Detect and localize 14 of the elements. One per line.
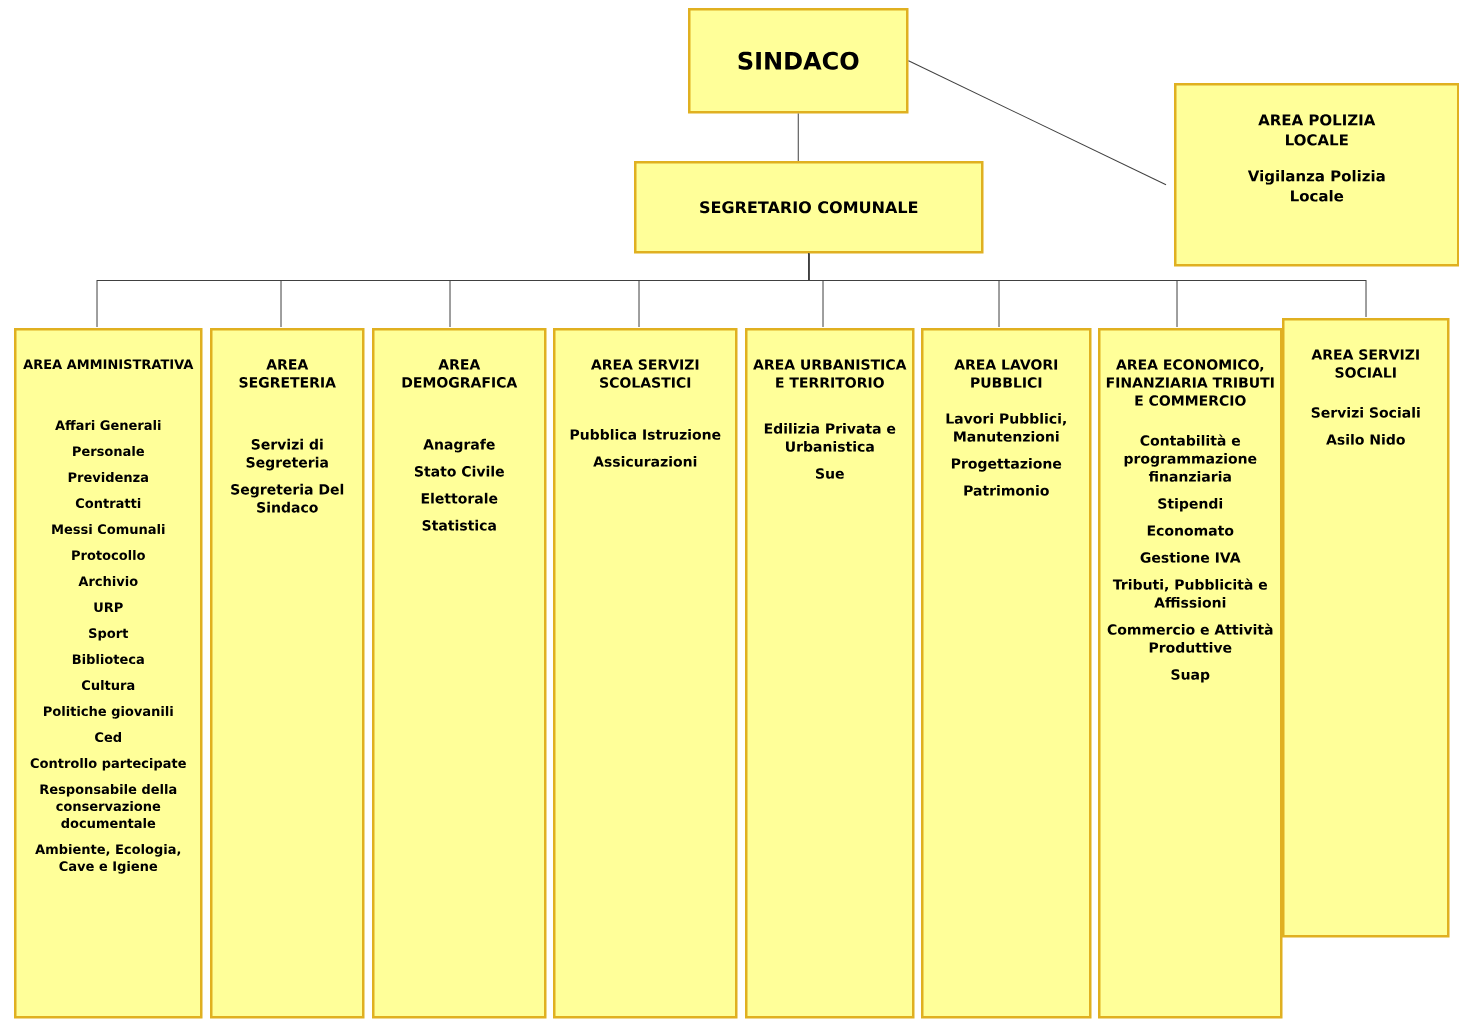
org-box: AREA AMMINISTRATIVA Affari Generali Personale Previdenza Contratti Messi Comunali Protocollo Archivio URP Sport Biblioteca Cultura Politiche giovanili Ced Controllo partecipate Responsabile della conservazione documentale Ambiente, Ecologia, Cave e Igiene <box>14 328 203 1019</box>
connector-line <box>797 113 799 162</box>
connector-line <box>808 253 1367 318</box>
org-box: AREA URBANISTICA E TERRITORIO Edilizia Privata e Urbanistica Sue <box>745 328 915 1019</box>
org-box: AREA SEGRETERIA Servizi di Segreteria Segreteria Del Sindaco <box>210 328 365 1019</box>
org-box: AREA POLIZIA LOCALE Vigilanza Polizia Locale <box>1174 83 1459 267</box>
org-box: AREA SERVIZI SCOLASTICI Pubblica Istruzione Assicurazioni <box>553 328 738 1019</box>
org-box: SEGRETARIO COMUNALE <box>634 161 984 254</box>
org-box: AREA ECONOMICO, FINANZIARIA TRIBUTI E COMMERCIO Contabilità e programmazione finanziaria Stipendi Economato Gestione IVA Tributi, Pubblicità e Affissioni Commercio e Attività Produttive Suap <box>1098 328 1283 1019</box>
org-box: AREA LAVORI PUBBLICI Lavori Pubblici, Manutenzioni Progettazione Patrimonio <box>921 328 1092 1019</box>
connector-line <box>908 60 1167 186</box>
org-box: SINDACO <box>688 8 909 114</box>
org-box: AREA SERVIZI SOCIALI Servizi Sociali Asilo Nido <box>1282 318 1450 938</box>
org-box: AREA DEMOGRAFICA Anagrafe Stato Civile Elettorale Statistica <box>372 328 547 1019</box>
